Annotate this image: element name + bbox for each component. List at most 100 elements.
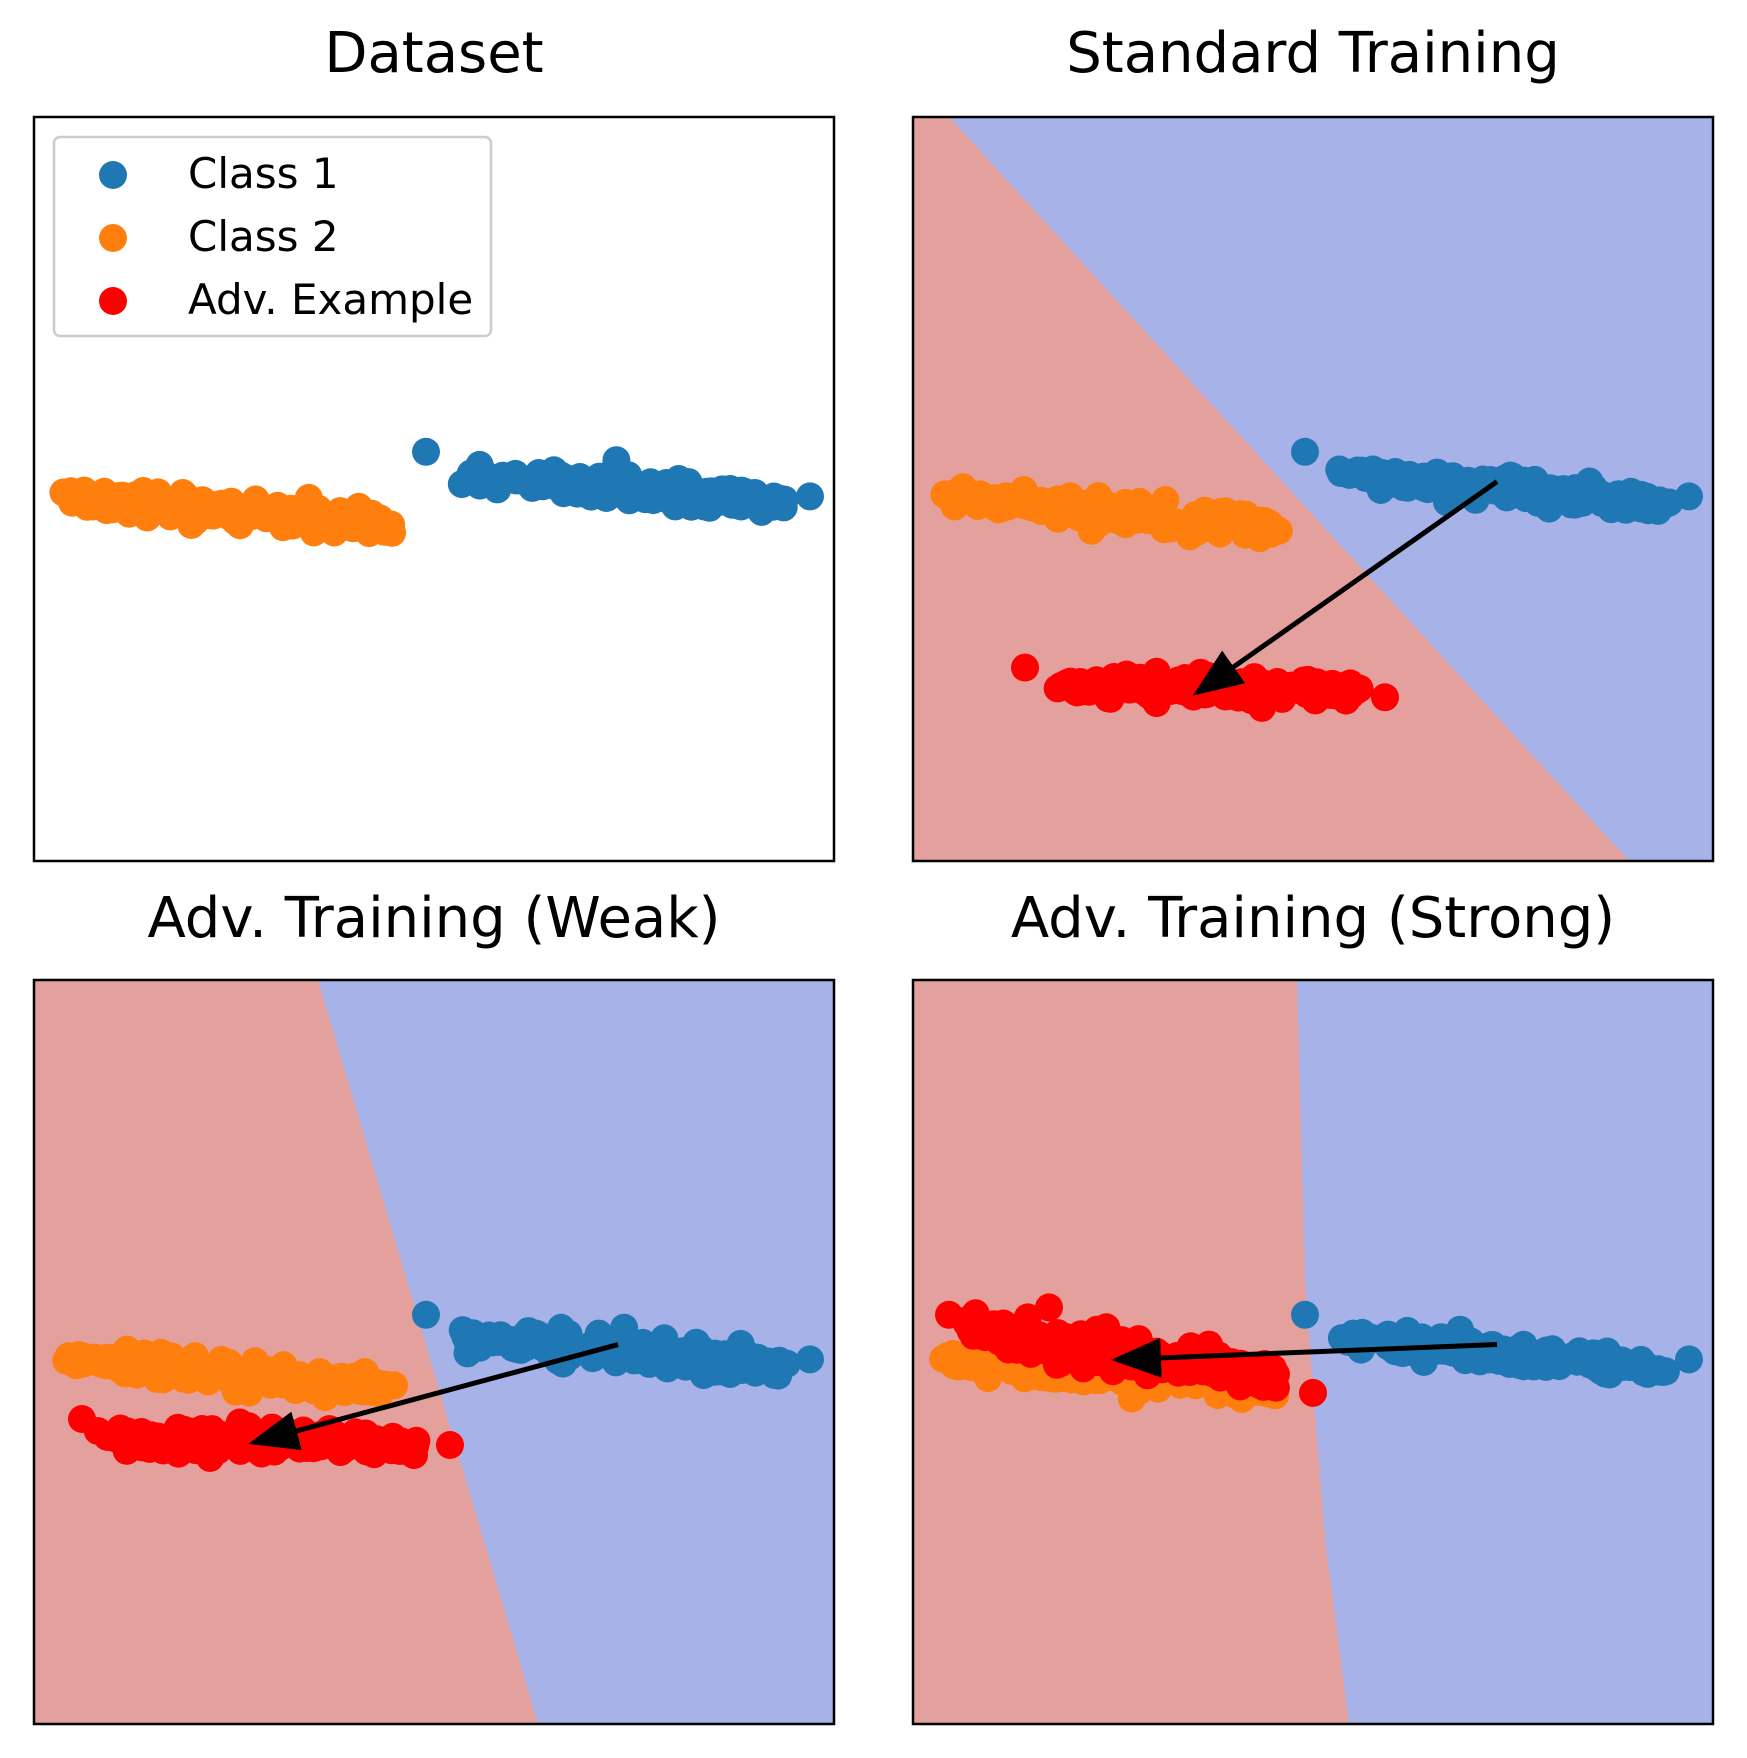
point-class-1 <box>1446 475 1475 504</box>
plot-frame <box>911 115 1715 863</box>
point-class-1 <box>641 1339 670 1368</box>
perturbation-arrow <box>1111 1337 1498 1378</box>
perturbation-arrow <box>248 1342 619 1451</box>
point-class-1 <box>502 466 531 495</box>
point-adv-example <box>1371 683 1399 712</box>
point-adv-example <box>993 1314 1022 1343</box>
point-class-1 <box>1608 1346 1636 1375</box>
point-class-2 <box>165 1357 194 1386</box>
legend: Class 1 Class 2 Adv. Example <box>52 135 493 338</box>
point-adv-example <box>109 1421 137 1450</box>
panel-adv-training-strong: Adv. Training (Strong) <box>911 886 1715 1726</box>
plot-frame <box>911 978 1715 1726</box>
legend-frame <box>52 135 493 338</box>
point-adv-example <box>181 1436 210 1465</box>
point-class-1 <box>1350 1325 1379 1353</box>
point-class-2 <box>210 499 239 528</box>
point-adv-example <box>1035 1293 1063 1322</box>
point-class-1 <box>546 1323 575 1352</box>
point-class-2 <box>165 490 194 519</box>
point-class-1 <box>760 1360 789 1389</box>
point-class-1 <box>412 1300 440 1329</box>
point-class-2 <box>1142 500 1170 528</box>
point-adv-example <box>1195 1330 1223 1359</box>
point-adv-example <box>1311 670 1340 699</box>
plot-frame <box>32 978 836 1726</box>
point-adv-example <box>1289 666 1318 695</box>
point-class-1 <box>454 1323 483 1352</box>
point-class-1 <box>1532 481 1561 510</box>
point-class-2 <box>1251 511 1280 540</box>
point-class-2 <box>330 1363 358 1392</box>
point-class-2 <box>107 487 135 516</box>
point-class-1 <box>687 1342 716 1371</box>
point-adv-example <box>139 1432 168 1461</box>
point-class-2 <box>67 1347 95 1376</box>
point-class-2 <box>286 1365 315 1394</box>
point-adv-example <box>401 1432 430 1461</box>
point-class-2 <box>978 488 1007 517</box>
point-adv-example <box>935 1300 963 1329</box>
series-class-1 <box>1291 437 1703 525</box>
point-class-1 <box>619 1336 648 1365</box>
point-class-2 <box>131 486 160 515</box>
point-class-2 <box>110 1347 138 1376</box>
point-adv-example <box>369 1428 398 1457</box>
series-class-1 <box>412 437 824 526</box>
point-class-1 <box>465 462 493 491</box>
legend-label-class-1: Class 1 <box>188 149 339 198</box>
legend-marker-class-1 <box>99 161 127 189</box>
point-class-1 <box>640 472 669 501</box>
point-class-1 <box>1576 1346 1604 1375</box>
point-adv-example <box>1046 672 1075 701</box>
point-adv-example <box>1171 664 1200 692</box>
point-adv-example <box>960 1309 989 1338</box>
point-class-1 <box>663 1342 692 1371</box>
point-class-1 <box>666 472 695 501</box>
panel-title: Standard Training <box>1066 21 1560 86</box>
point-class-1 <box>412 437 440 466</box>
point-class-1 <box>1675 482 1703 511</box>
point-class-1 <box>1412 468 1441 497</box>
point-class-1 <box>1630 490 1659 519</box>
point-class-1 <box>1348 456 1376 485</box>
series-class-2 <box>52 1335 408 1412</box>
point-adv-example <box>331 1426 360 1455</box>
point-class-2 <box>1116 502 1145 531</box>
plot-frame <box>32 115 836 863</box>
point-class-2 <box>209 1362 238 1391</box>
point-class-1 <box>524 468 553 497</box>
legend-label-class-2: Class 2 <box>188 212 339 261</box>
point-adv-example <box>1245 672 1274 701</box>
point-class-2 <box>965 1347 994 1376</box>
point-adv-example <box>1083 1315 1111 1344</box>
point-class-2 <box>1083 507 1111 536</box>
panel-title: Adv. Training (Strong) <box>1011 886 1615 951</box>
point-class-2 <box>1080 487 1109 515</box>
point-adv-example <box>162 1419 191 1448</box>
panel-title: Adv. Training (Weak) <box>147 886 720 951</box>
legend-marker-adv-example <box>99 287 127 315</box>
panel-dataset: Dataset Class 1 Class 2 Adv. Example <box>32 21 836 863</box>
point-adv-example <box>1118 675 1147 703</box>
point-class-2 <box>241 1350 270 1379</box>
point-class-1 <box>512 1324 541 1352</box>
point-adv-example <box>299 1434 328 1463</box>
point-adv-example <box>225 1408 254 1437</box>
point-class-2 <box>372 511 401 540</box>
series-class-2 <box>930 473 1293 553</box>
point-class-1 <box>602 446 631 475</box>
perturbation-arrow <box>1192 479 1499 696</box>
point-class-1 <box>574 467 603 496</box>
point-class-2 <box>332 511 360 540</box>
point-adv-example <box>1299 1378 1327 1407</box>
point-class-1 <box>1291 437 1319 466</box>
panel-title: Dataset <box>324 21 543 86</box>
point-adv-example <box>1069 671 1098 700</box>
point-class-1 <box>796 1345 824 1374</box>
point-class-2 <box>1036 490 1064 519</box>
point-class-2 <box>312 1382 341 1411</box>
point-class-1 <box>1580 480 1609 509</box>
point-class-1 <box>727 492 756 521</box>
